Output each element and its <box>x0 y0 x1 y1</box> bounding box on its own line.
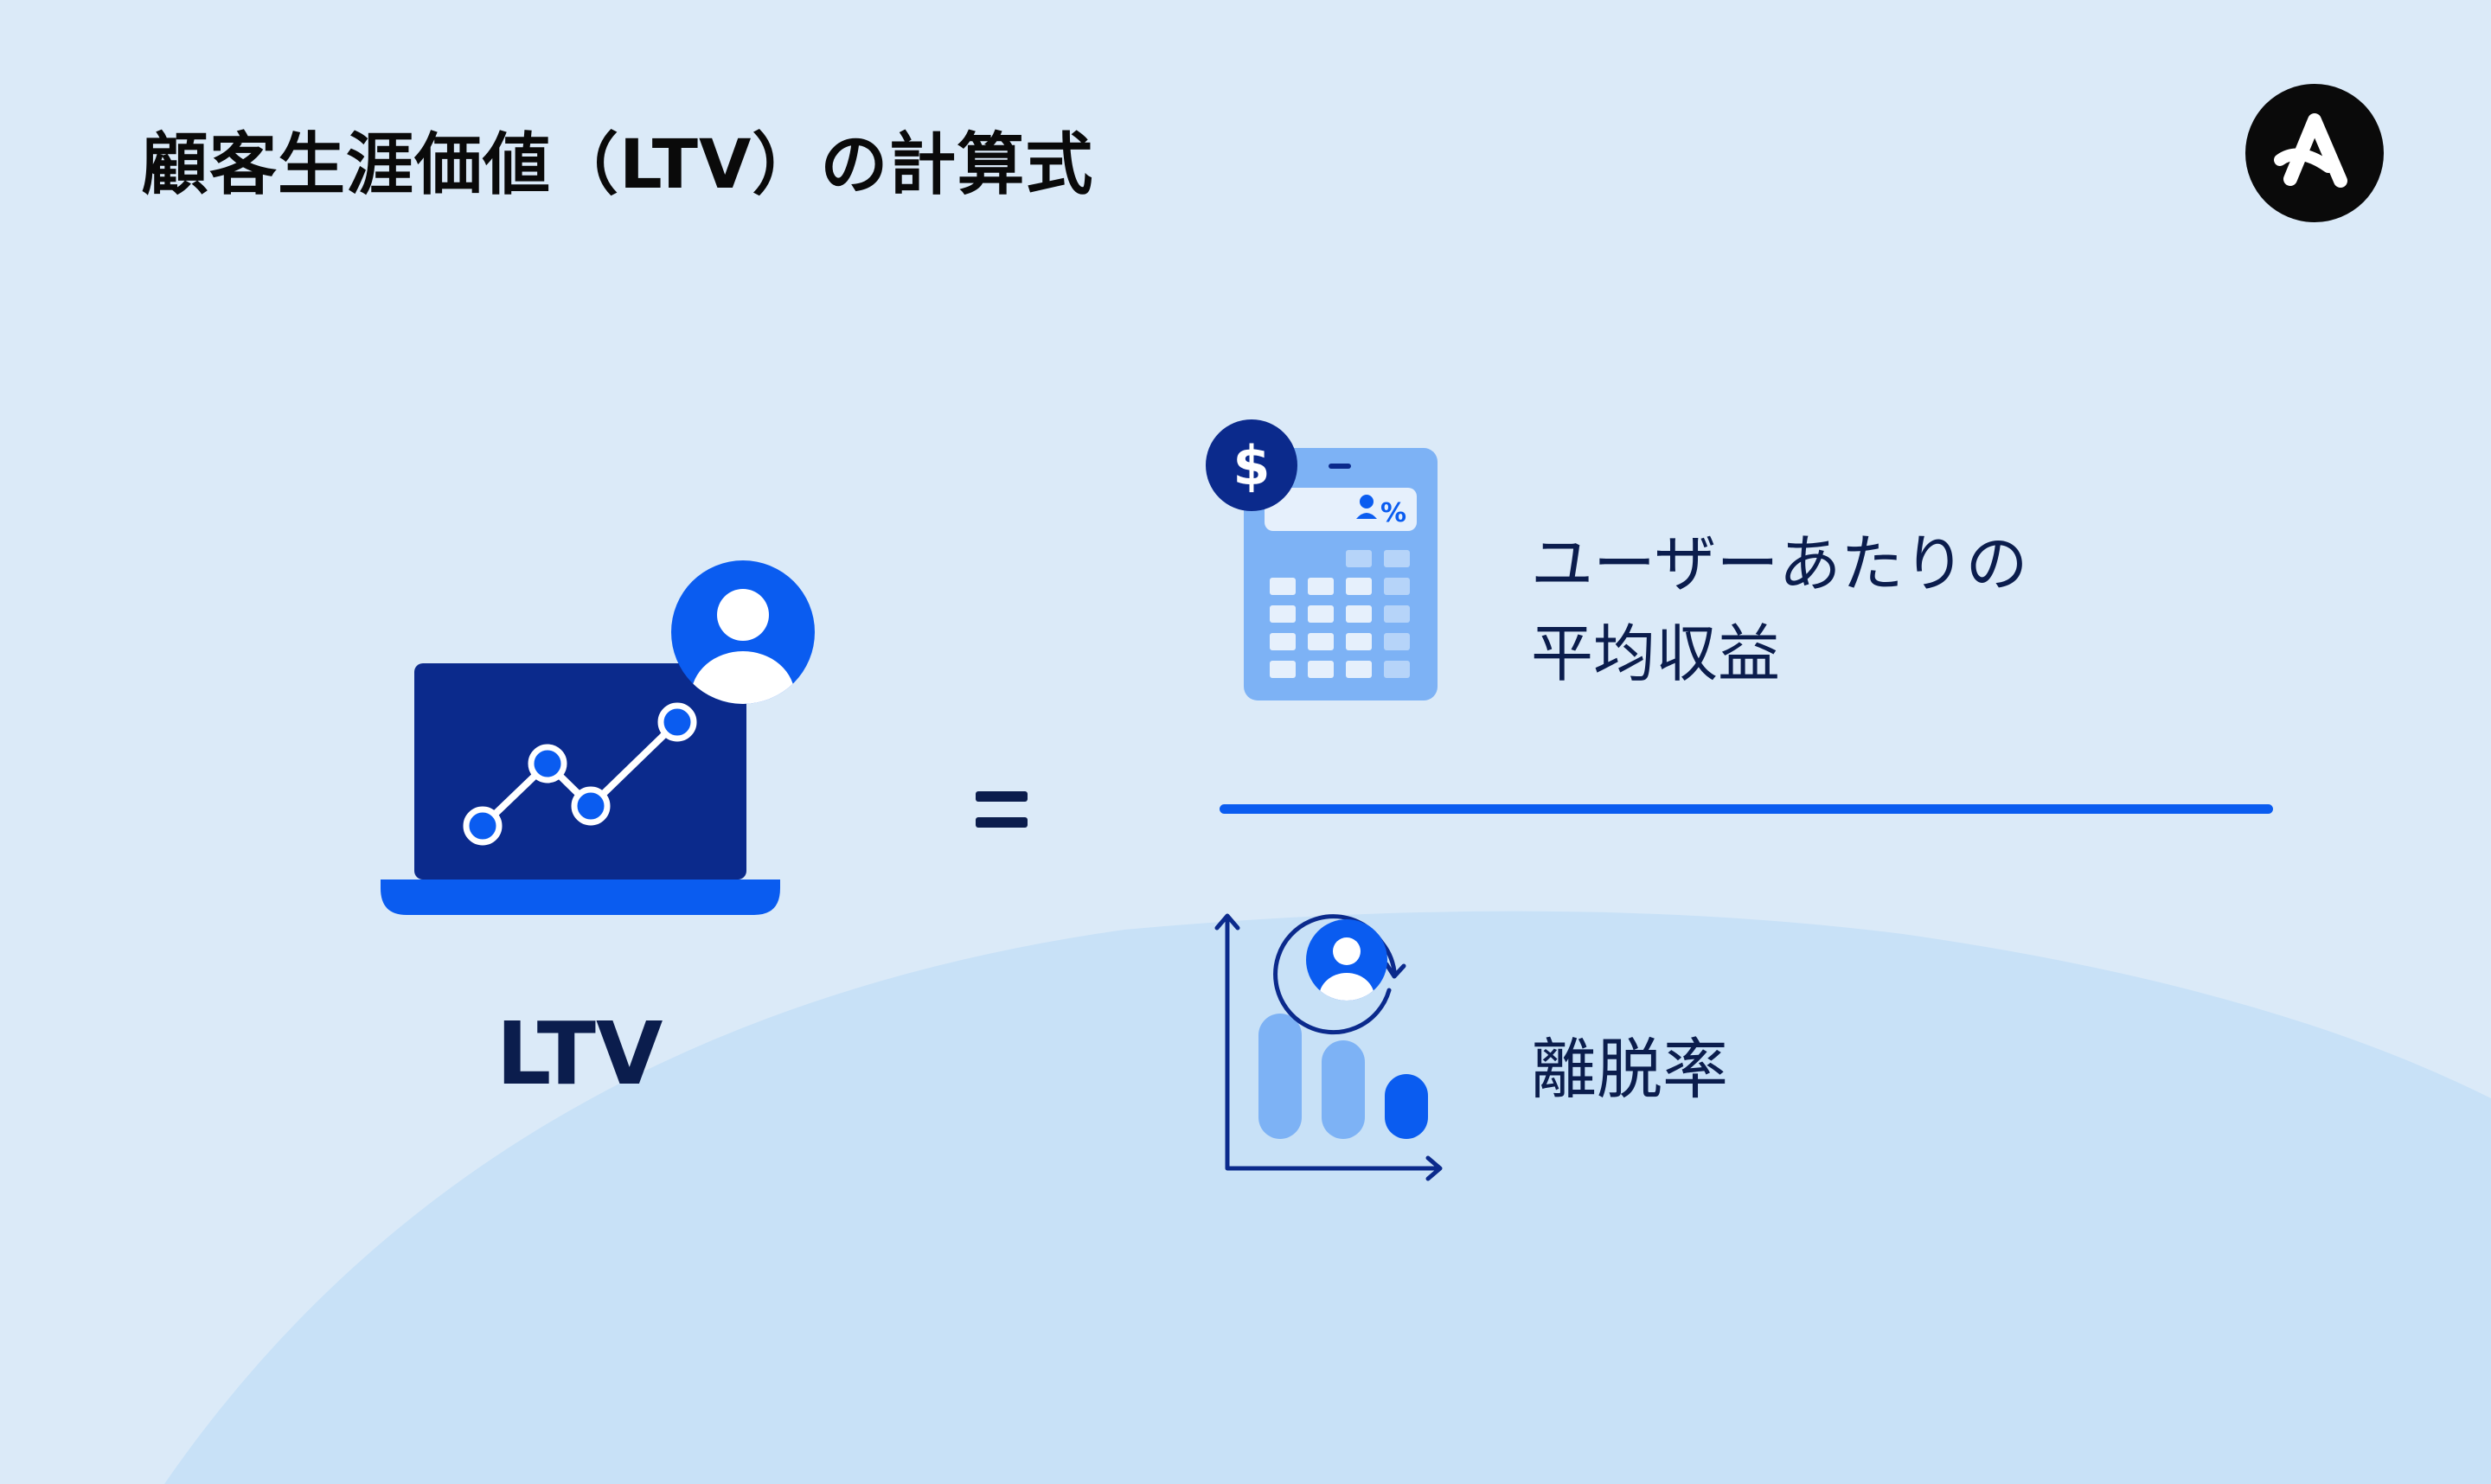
numerator-line-1: ユーザーあたりの <box>1531 528 2028 600</box>
fraction-line <box>1220 804 2273 814</box>
denominator-text: 離脱率 <box>1531 1031 1728 1108</box>
calculator-dollar-icon: % $ <box>1206 419 1438 700</box>
svg-text:%: % <box>1380 498 1406 528</box>
churn-chart-icon <box>1214 913 1443 1181</box>
svg-text:$: $ <box>1233 434 1270 497</box>
equals-sign-icon <box>976 791 1028 828</box>
numerator-line-2: 平均収益 <box>1531 617 1781 690</box>
laptop-chart-icon <box>381 560 815 915</box>
page-title: 顧客生涯価値（LTV）の計算式 <box>141 126 1094 204</box>
ltv-label: LTV <box>496 1003 663 1104</box>
numerator-text: ユーザーあたりの 平均収益 <box>1531 519 2028 699</box>
brand-logo-icon <box>2245 84 2384 222</box>
